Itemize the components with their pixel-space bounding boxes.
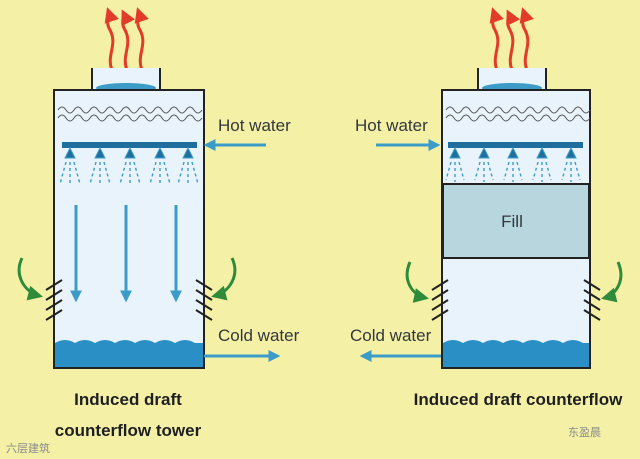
- right-tower: Fill Hot water Cold water Induced draft …: [350, 7, 624, 409]
- right-fill-media: [442, 183, 590, 259]
- right-hot-water-label: Hot water: [355, 116, 428, 135]
- left-caption-line2: counterflow tower: [55, 421, 202, 440]
- right-distribution-header: [448, 142, 583, 148]
- watermark-left: 六层建筑: [6, 441, 50, 455]
- right-heat-exhaust-arrows: [489, 7, 534, 71]
- right-drift-eliminator: [445, 106, 591, 122]
- right-cold-water-label: Cold water: [350, 326, 432, 345]
- right-spray-nozzles: [449, 146, 577, 159]
- left-cold-water-label: Cold water: [218, 326, 300, 345]
- right-caption-line1: Induced draft counterflow: [414, 390, 624, 409]
- left-air-intake-arrows: [17, 257, 237, 301]
- left-heat-exhaust-arrows: [104, 7, 149, 71]
- left-spray-nozzles: [64, 146, 194, 159]
- right-cold-water-basin: [443, 340, 589, 367]
- right-fill-label: Fill: [501, 212, 523, 231]
- left-caption-line1: Induced draft: [74, 390, 182, 409]
- left-air-inlet-louvers: [45, 279, 213, 321]
- left-cold-water-basin: [55, 340, 203, 367]
- left-spray-droplets: [59, 161, 199, 186]
- right-air-intake-arrows: [405, 261, 623, 303]
- left-falling-water-arrows: [70, 205, 182, 303]
- left-distribution-header: [62, 142, 197, 148]
- right-air-inlet-louvers: [431, 279, 601, 321]
- left-hot-water-label: Hot water: [218, 116, 291, 135]
- left-tower-shell: [53, 89, 205, 369]
- watermark-right: 东盈晨: [568, 426, 601, 439]
- left-tower: Hot water Cold water Induced draft count…: [17, 7, 300, 440]
- left-drift-eliminator: [57, 106, 203, 122]
